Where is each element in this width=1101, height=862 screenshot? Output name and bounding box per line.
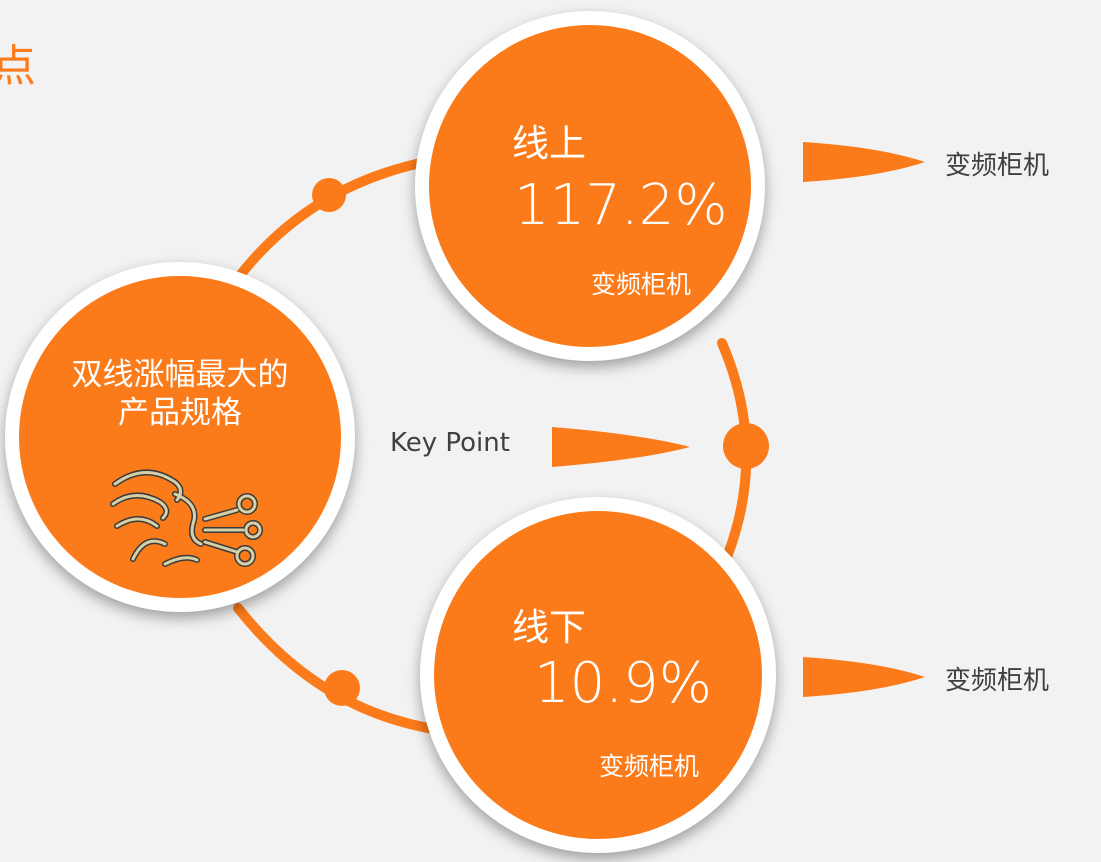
offline-side-label: 变频柜机 (945, 666, 1050, 696)
key-point-label: Key Point (390, 428, 510, 458)
offline-product: 变频柜机 (599, 752, 700, 781)
joint-dot-right (723, 423, 769, 469)
joint-dot-top (312, 178, 346, 212)
pointer-offline (803, 657, 925, 697)
wind-god-icon (110, 469, 263, 567)
center-node-circle: 双线涨幅最大的 产品规格 (5, 262, 355, 612)
arc-left-bottom (233, 603, 445, 735)
offline-value: 10.9% (534, 651, 712, 716)
online-circle: 线上 117.2% 变频柜机 (415, 11, 765, 361)
center-node-title-line2: 产品规格 (118, 395, 242, 431)
offline-circle: 线下 10.9% 变频柜机 (420, 497, 776, 853)
corner-text: 点 (0, 41, 36, 92)
arc-left-top (220, 155, 440, 301)
online-value: 117.2% (514, 173, 728, 238)
center-node-title: 双线涨幅最大的 产品规格 (19, 356, 341, 432)
center-node-title-line1: 双线涨幅最大的 (71, 357, 289, 393)
online-product: 变频柜机 (591, 270, 692, 299)
online-label: 线上 (512, 122, 586, 165)
pointer-key-point (552, 427, 690, 467)
online-side-label: 变频柜机 (945, 151, 1050, 181)
pointer-online (803, 142, 925, 182)
offline-label: 线下 (512, 606, 586, 649)
joint-dot-bottom (324, 670, 360, 706)
